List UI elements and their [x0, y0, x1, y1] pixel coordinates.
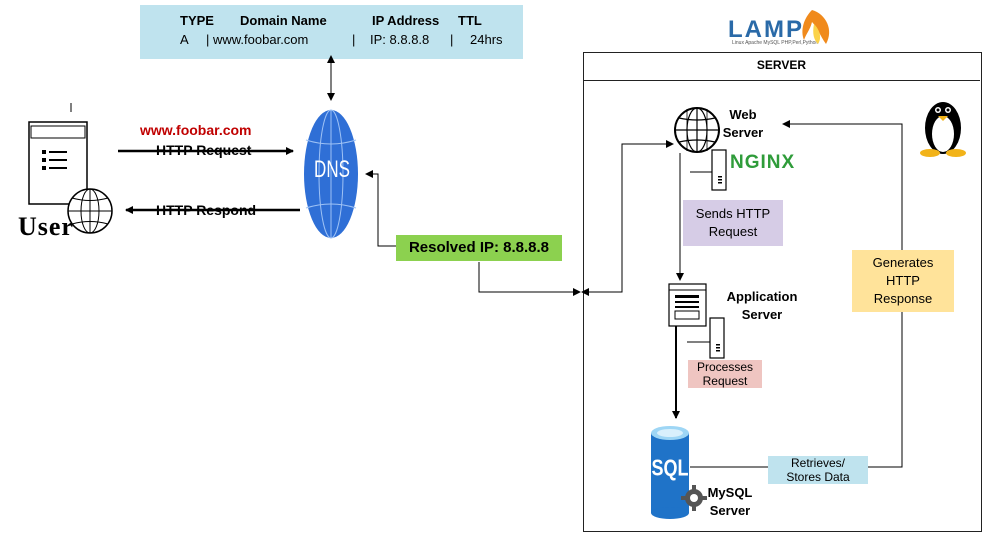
processes-note-line1: Processes	[696, 360, 754, 374]
dns-value-domain: | www.foobar.com	[206, 32, 309, 47]
processes-note-line2: Request	[702, 374, 748, 388]
mysql-label-line2: Server	[709, 503, 751, 518]
dns-value-type: A	[180, 32, 189, 47]
sends-note-line2: Request	[708, 224, 758, 239]
application-server-tower-icon	[687, 317, 725, 359]
dns-value-ttl: 24hrs	[470, 32, 503, 47]
resolved-ip-badge: Resolved IP: 8.8.8.8	[396, 235, 562, 261]
dns-value-sep2: |	[450, 32, 454, 47]
mysql-label-line1: MySQL	[707, 485, 753, 500]
lamp-logo: LAMP	[728, 16, 804, 43]
dns-header-ip: IP Address	[372, 13, 440, 28]
app-server-label-line1: Application	[726, 289, 798, 304]
lamp-tagline: Linux Apache MySQL PHP,Perl,Python	[732, 40, 819, 46]
browser-window-icon	[28, 103, 88, 205]
server-title: SERVER	[756, 58, 807, 72]
web-server-label-line1: Web	[729, 107, 757, 122]
web-server-label-line2: Server	[722, 125, 764, 140]
user-globe-icon	[67, 188, 113, 234]
generates-note-line2: HTTP	[886, 273, 920, 288]
generates-note-line3: Response	[873, 291, 933, 306]
web-server-label: Web Server	[718, 106, 768, 142]
retrieves-stores-data-note: Retrieves/ Stores Data	[768, 456, 868, 484]
application-server-label: Application Server	[714, 288, 810, 324]
http-request-label: HTTP Request	[156, 142, 252, 158]
retrieves-note-line2: Stores Data	[786, 470, 850, 484]
dns-header-domain: Domain Name	[240, 13, 327, 28]
app-server-label-line2: Server	[741, 307, 783, 322]
dns-value-ip: IP: 8.8.8.8	[370, 32, 430, 47]
gear-icon	[681, 485, 707, 511]
mysql-server-label: MySQL Server	[704, 484, 756, 520]
dns-value-sep1: |	[352, 32, 356, 47]
dns-globe-icon	[304, 109, 358, 239]
dns-resolved-connector	[365, 170, 396, 247]
generates-http-response-note: Generates HTTP Response	[852, 250, 954, 312]
server-header	[583, 52, 980, 81]
server-web-link-arrow	[581, 140, 674, 296]
sql-icon-label: SQL	[651, 454, 689, 481]
dns-header-type: TYPE	[180, 13, 214, 28]
dns-label: DNS	[314, 156, 350, 183]
web-server-globe-icon	[674, 107, 720, 153]
nginx-logo: NGINX	[730, 152, 796, 173]
web-server-tower-icon	[690, 149, 727, 191]
request-url: www.foobar.com	[140, 122, 252, 138]
generates-note-line1: Generates	[872, 255, 934, 270]
sends-http-request-note: Sends HTTP Request	[683, 200, 783, 246]
application-server-window-icon	[668, 283, 707, 327]
processes-request-note: Processes Request	[688, 360, 762, 388]
retrieves-note-line1: Retrieves/	[790, 456, 846, 470]
linux-tux-icon	[920, 102, 966, 157]
sends-note-line1: Sends HTTP	[695, 206, 771, 221]
lamp-flame-icon	[802, 10, 830, 44]
resolved-to-server-arrow	[478, 262, 581, 296]
http-respond-label: HTTP Respond	[156, 202, 257, 218]
dns-header-ttl: TTL	[458, 13, 482, 28]
user-label: User	[18, 212, 74, 241]
dns-record-table: TYPE Domain Name IP Address TTL A | www.…	[140, 5, 523, 59]
